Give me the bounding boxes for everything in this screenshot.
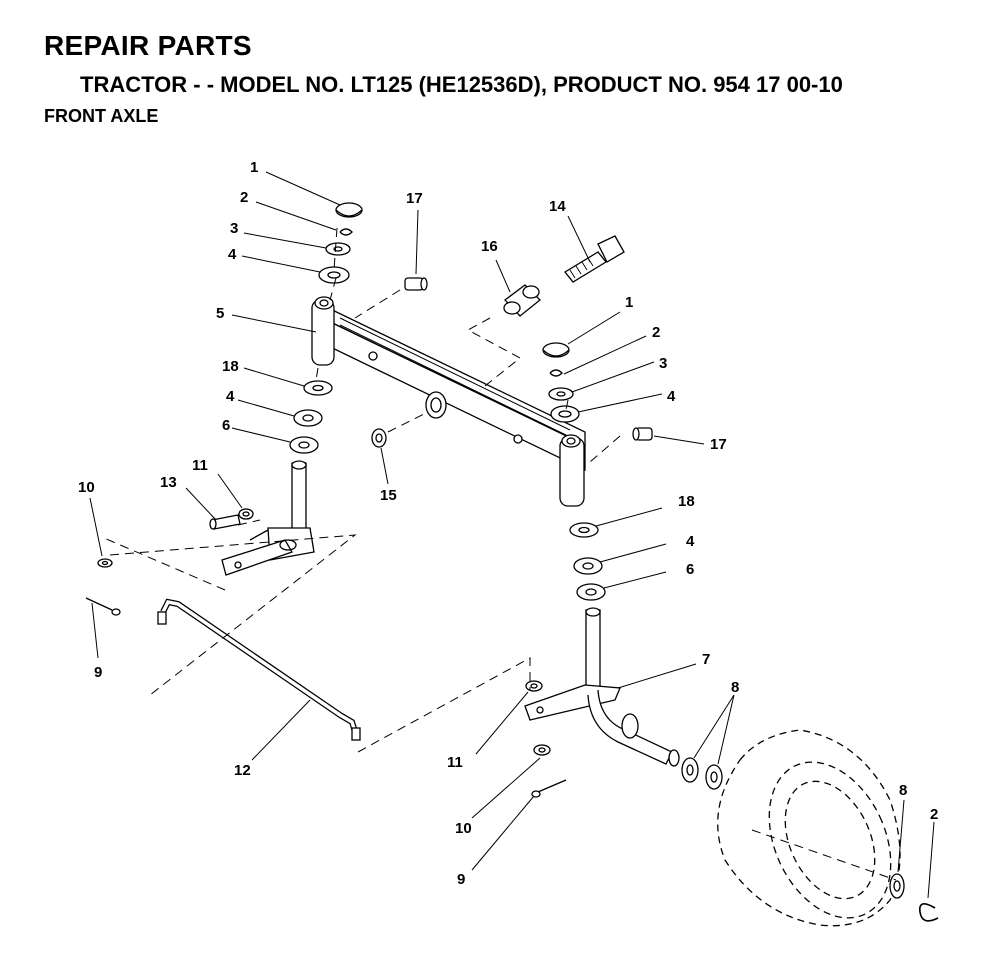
washer-8b	[705, 764, 723, 790]
callout-4-left: 4	[228, 246, 237, 263]
callout-6-left: 6	[222, 417, 230, 434]
washer-4b-left	[293, 409, 323, 427]
washer-10-right	[533, 744, 551, 756]
callout-9-right: 9	[457, 871, 465, 888]
cap-top-left	[335, 202, 363, 218]
callout-2-right: 2	[652, 324, 660, 341]
cotter-pin-9-left	[85, 597, 121, 616]
grease-fitting-17-right	[632, 427, 653, 441]
left-spindle	[221, 460, 315, 576]
callout-4d-right: 4	[686, 533, 695, 550]
washer-6-right	[576, 583, 606, 601]
washer-3-right	[548, 387, 574, 401]
callout-16: 16	[481, 238, 498, 255]
cap-top-right	[542, 342, 570, 358]
section-heading: FRONT AXLE	[44, 106, 159, 126]
drag-link-12	[157, 598, 361, 741]
nut-15	[371, 428, 387, 448]
washer-8a	[681, 757, 699, 783]
callout-11-left: 11	[192, 457, 208, 474]
callout-13: 13	[160, 474, 177, 491]
grease-fitting-17-left	[404, 277, 428, 291]
washer-18-right	[569, 522, 599, 538]
axle-beam	[311, 296, 586, 507]
callout-7: 7	[702, 651, 710, 668]
bushing-16	[503, 284, 541, 317]
front-wheel	[717, 729, 901, 927]
bolt-13	[209, 514, 241, 530]
cotter-pin-9-right	[531, 779, 567, 798]
ring-top-right	[549, 369, 563, 377]
callout-18-right: 18	[678, 493, 695, 510]
callout-10-left: 10	[78, 479, 95, 496]
callout-1-right: 1	[625, 294, 633, 311]
right-spindle	[524, 607, 680, 767]
callout-4b-left: 4	[226, 388, 235, 405]
page-title: REPAIR PARTS	[44, 30, 252, 61]
callout-3-left: 3	[230, 220, 238, 237]
callout-10-right: 10	[455, 820, 472, 837]
callout-18-left: 18	[222, 358, 239, 375]
callout-1-left: 1	[250, 159, 258, 176]
callout-5: 5	[216, 305, 224, 322]
leader-lines	[89, 171, 935, 899]
callout-2-left: 2	[240, 189, 248, 206]
callout-11-right: 11	[447, 754, 463, 771]
washer-6-left	[289, 436, 319, 454]
washer-4-left	[318, 266, 350, 284]
assembly-lines	[103, 227, 897, 881]
callout-2-clip: 2	[930, 806, 938, 823]
washer-8c	[889, 873, 905, 899]
callout-3-right: 3	[659, 355, 667, 372]
callout-9-left: 9	[94, 664, 102, 681]
callouts: 1 2 3 4 5 17 16 14 18 4 6 1 2 3 4 17 15 …	[78, 159, 938, 888]
washer-3-left	[325, 242, 351, 256]
bolt-14	[564, 235, 625, 283]
ring-top-left	[339, 228, 353, 236]
callout-14: 14	[549, 198, 566, 215]
e-clip-2	[918, 903, 939, 922]
model-subtitle: TRACTOR - - MODEL NO. LT125 (HE12536D), …	[80, 72, 843, 97]
callout-17-left: 17	[406, 190, 423, 207]
callout-12: 12	[234, 762, 251, 779]
callout-6-right: 6	[686, 561, 694, 578]
callout-17-right: 17	[710, 436, 727, 453]
callout-8-wheel: 8	[899, 782, 907, 799]
washer-10-left	[97, 558, 113, 568]
nut-11-left	[238, 508, 254, 520]
nut-11-right	[525, 680, 543, 692]
callout-15: 15	[380, 487, 397, 504]
washer-18-left	[303, 380, 333, 396]
callout-8-spindle: 8	[731, 679, 739, 696]
callout-4c-right: 4	[667, 388, 676, 405]
washer-4-right	[550, 405, 580, 423]
washer-4b-right	[573, 557, 603, 575]
